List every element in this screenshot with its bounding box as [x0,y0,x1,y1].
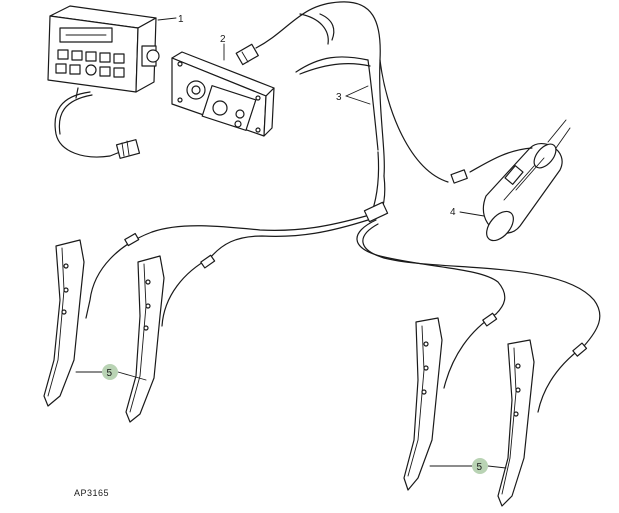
monitor-console[interactable] [47,5,160,99]
callout-number: 2 [220,34,226,45]
wiring-harness [151,1,601,347]
shank-left-2[interactable] [125,255,165,423]
shank-right-1[interactable] [403,317,443,491]
monitor-plug [115,139,141,159]
callout-4: 4 [450,207,485,218]
callout-5-left: 5 [75,364,147,381]
monitor-cable [54,91,121,158]
callout-number: 5 [477,462,483,473]
sensor-unit[interactable] [450,119,571,245]
callout-number: 5 [107,368,113,379]
panel-plug [235,43,259,66]
callout-number: 1 [178,14,184,25]
connector-panel[interactable] [171,51,275,137]
lead-shank-left-1 [85,231,153,319]
callout-3: 3 [336,85,371,105]
figure-code: AP3165 [74,488,109,498]
callout-number: 3 [336,92,342,103]
callout-5-right: 5 [429,458,507,474]
shank-right-2[interactable] [497,339,535,507]
shank-left-1[interactable] [43,239,85,407]
callout-number: 4 [450,207,456,218]
callout-1: 1 [157,14,184,25]
lead-shank-left-2 [161,257,211,327]
callout-2: 2 [220,34,226,61]
